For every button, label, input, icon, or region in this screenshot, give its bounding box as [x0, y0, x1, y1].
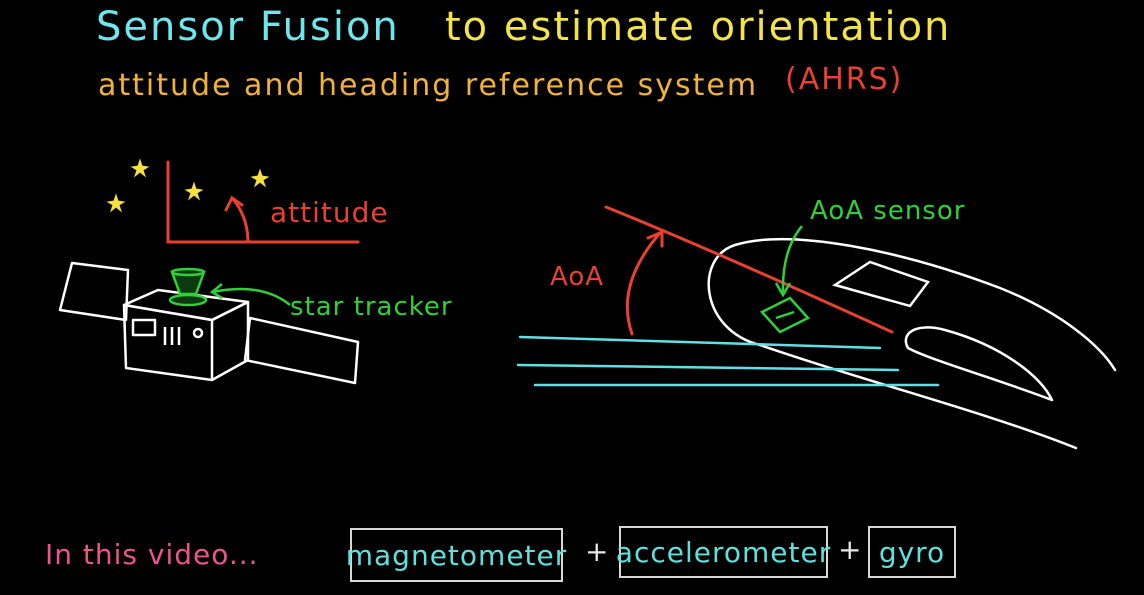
- aoa-label: AoA: [550, 262, 605, 292]
- star-icon: [250, 168, 270, 188]
- subtitle-ahrs-description: attitude and heading reference system: [98, 68, 759, 103]
- star-tracker-label: star tracker: [290, 292, 453, 322]
- star-icon: [130, 158, 150, 178]
- gyro-box: gyro: [868, 526, 956, 578]
- title-estimate-orientation: to estimate orientation: [445, 4, 952, 50]
- wing-outline: [707, 237, 1117, 450]
- solar-panel-left: [58, 261, 130, 322]
- satellite: [58, 261, 360, 385]
- satellite-body-side: [211, 300, 250, 382]
- aoa-sensor: [759, 296, 811, 334]
- satellite-panel-window: [131, 318, 157, 337]
- aoa-arc: [625, 231, 662, 336]
- wing-flap: [832, 260, 931, 308]
- satellite-body-front: [122, 303, 214, 382]
- solar-panel-right: [243, 316, 360, 385]
- plus-sign: +: [585, 535, 609, 568]
- plus-sign: +: [838, 533, 862, 566]
- attitude-label: attitude: [270, 196, 389, 229]
- aoa-sensor-label: AoA sensor: [810, 196, 966, 226]
- airflow-lines: [516, 335, 940, 387]
- star-icon-group: [106, 158, 270, 213]
- subtitle-ahrs-acronym: (AHRS): [785, 62, 904, 97]
- attitude-axes: [166, 160, 360, 244]
- aoa-sensor-pointer: [781, 225, 803, 293]
- star-icon: [184, 181, 204, 201]
- magnetometer-box: magnetometer: [346, 528, 566, 582]
- star-icon: [106, 193, 126, 213]
- star-tracker-pointer: [211, 287, 291, 306]
- aoa-reference-line: [604, 205, 894, 334]
- title-sensor-fusion: Sensor Fusion: [96, 4, 400, 50]
- accelerometer-box: accelerometer: [616, 526, 830, 578]
- in-this-video-label: In this video...: [45, 538, 259, 571]
- star-tracker-sensor: [168, 267, 208, 307]
